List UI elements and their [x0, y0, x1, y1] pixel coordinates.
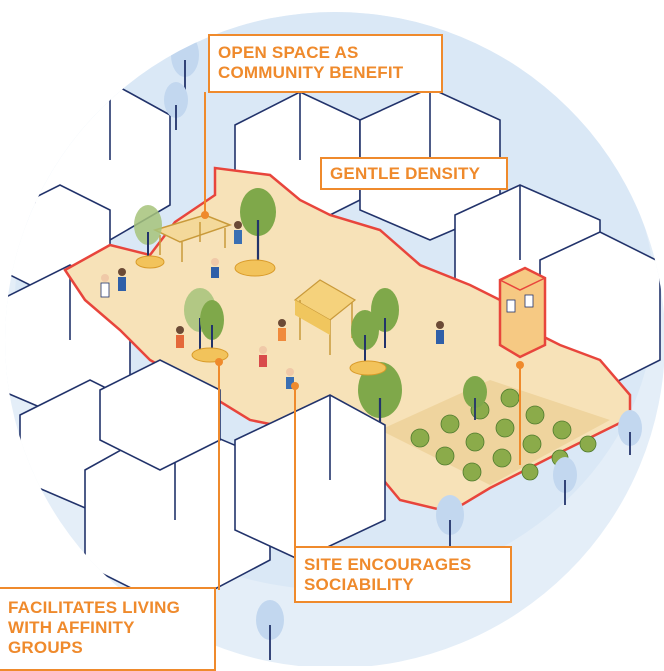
callout-affinity-groups-text: FACILITATES LIVING WITH AFFINITY GROUPS [8, 598, 181, 657]
highlighted-home [498, 266, 547, 359]
leader-dots [201, 211, 524, 390]
trees [134, 188, 487, 450]
callout-sociability: SITE ENCOURAGES SOCIABILITY [294, 546, 512, 603]
buildings-bottom [84, 359, 386, 611]
callout-open-space-text: OPEN SPACE AS COMMUNITY BENEFIT [218, 43, 404, 82]
planters [135, 255, 387, 376]
leader-lines [204, 92, 521, 590]
market-tent [293, 279, 357, 355]
callout-gentle-density-text: GENTLE DENSITY [330, 164, 481, 183]
pergola [152, 214, 233, 262]
callout-open-space: OPEN SPACE AS COMMUNITY BENEFIT [208, 34, 443, 93]
people [100, 221, 444, 389]
callout-affinity-groups: FACILITATES LIVING WITH AFFINITY GROUPS [0, 587, 216, 671]
callout-gentle-density: GENTLE DENSITY [320, 157, 508, 190]
callout-sociability-text: SITE ENCOURAGES SOCIABILITY [304, 555, 472, 594]
